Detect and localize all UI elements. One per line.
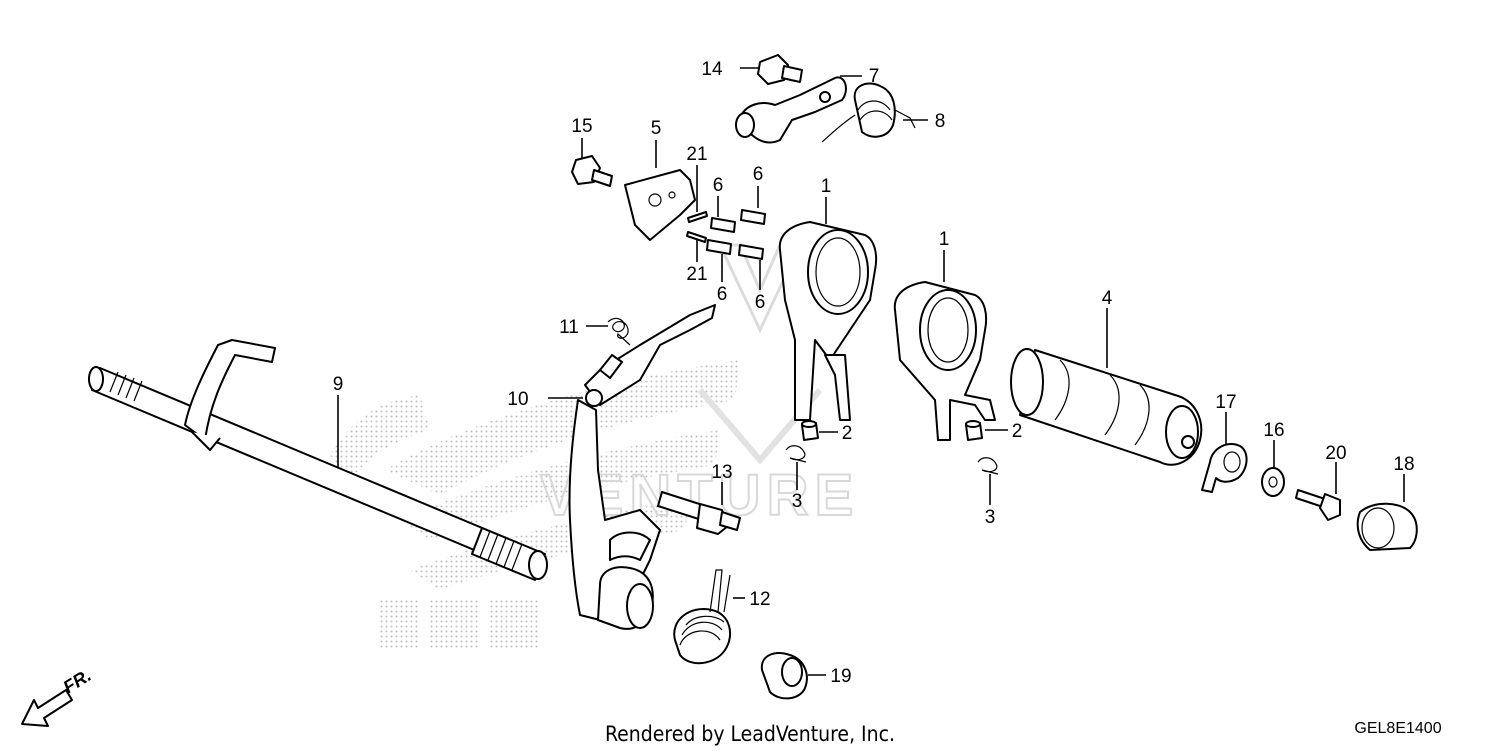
callout-17: 17	[1215, 392, 1236, 413]
callout-1-right: 1	[939, 229, 950, 250]
shift-drum	[1010, 348, 1203, 466]
drum-bolt	[1295, 489, 1341, 521]
dowel-pins	[686, 211, 708, 243]
arm-spring	[821, 82, 916, 143]
callout-12: 12	[749, 589, 770, 610]
callout-6-upper-left: 6	[713, 175, 724, 196]
callout-13: 13	[711, 462, 732, 483]
callout-1-left: 1	[821, 176, 832, 197]
return-spring	[673, 569, 732, 665]
diagram-code: GEL8E1400	[1354, 720, 1441, 737]
callout-labels: 9 10 11 12 13 19 14 7 8 15 5 21 21 6 6 6…	[333, 59, 1415, 687]
callout-14: 14	[701, 59, 723, 80]
callout-6-lower-right: 6	[755, 292, 766, 313]
drum-stopper-plate	[1201, 443, 1248, 493]
callout-19: 19	[830, 666, 851, 687]
shift-fork-right	[893, 281, 996, 441]
callout-2-left: 2	[842, 423, 853, 444]
callout-21-top: 21	[686, 144, 707, 165]
oil-seal	[760, 652, 808, 700]
shift-shaft	[88, 339, 548, 581]
shift-arm	[568, 304, 716, 630]
callout-2-right: 2	[1012, 421, 1023, 442]
stud-bolt	[657, 491, 741, 535]
fork-clips	[785, 445, 999, 475]
stopper-spring	[607, 317, 631, 346]
callout-7: 7	[869, 66, 880, 87]
callout-16: 16	[1263, 420, 1284, 441]
plug-cap	[1356, 502, 1418, 551]
front-direction-arrow: FR.	[21, 665, 95, 727]
cam-pins	[706, 209, 766, 260]
callout-4: 4	[1102, 288, 1113, 309]
callout-11: 11	[559, 317, 579, 338]
callout-21-bottom: 21	[686, 264, 707, 285]
callout-9: 9	[333, 374, 344, 395]
leader-lines	[337, 67, 1405, 676]
callout-15: 15	[571, 116, 592, 137]
shift-fork-left	[778, 221, 878, 421]
callout-10: 10	[507, 389, 528, 410]
callout-6-lower-left: 6	[717, 284, 728, 305]
stopper-arm	[735, 76, 847, 144]
callout-5: 5	[651, 118, 662, 139]
top-bolt	[757, 54, 803, 85]
callout-8: 8	[935, 111, 946, 132]
callout-18: 18	[1393, 454, 1414, 475]
callout-3-left: 3	[792, 491, 803, 512]
footer-credit: Rendered by LeadVenture, Inc.	[605, 722, 895, 746]
washer	[1261, 467, 1285, 497]
callout-20: 20	[1325, 443, 1346, 464]
fork-pins	[801, 420, 983, 441]
callout-3-right: 3	[985, 507, 996, 528]
cam-plate	[624, 169, 696, 241]
arrow-icon	[21, 689, 73, 727]
callout-6-upper-right: 6	[753, 164, 764, 185]
plate-bolt	[571, 155, 613, 187]
